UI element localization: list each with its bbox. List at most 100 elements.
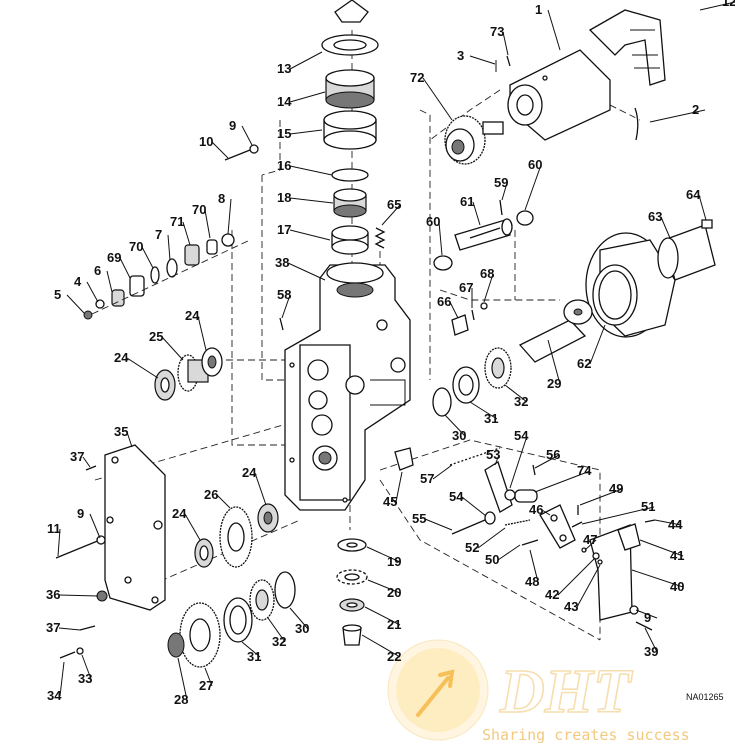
callout-50: 50 bbox=[485, 552, 499, 567]
callout-46: 46 bbox=[529, 502, 543, 517]
callout-11: 11 bbox=[47, 521, 61, 536]
callout-16: 16 bbox=[277, 158, 291, 173]
callout-48: 48 bbox=[525, 574, 539, 589]
leader-line-32-2 bbox=[267, 617, 286, 643]
bushing-60b bbox=[516, 210, 534, 226]
callout-70: 70 bbox=[129, 239, 143, 254]
callout-10: 10 bbox=[199, 134, 213, 149]
callout-19: 19 bbox=[387, 554, 401, 569]
leader-line-31-2 bbox=[241, 641, 261, 658]
callout-74: 74 bbox=[577, 463, 592, 478]
callout-63: 63 bbox=[648, 209, 662, 224]
leader-line-56 bbox=[534, 454, 560, 469]
leader-line-59 bbox=[501, 182, 508, 201]
callout-labels: 1234567899910111213141516171819202122242… bbox=[46, 0, 735, 707]
leader-line-34 bbox=[59, 661, 65, 697]
key-73 bbox=[506, 55, 511, 67]
callout-69: 69 bbox=[107, 250, 121, 265]
cover-plate-35 bbox=[55, 444, 166, 631]
pin-59 bbox=[499, 199, 503, 216]
lever-mechanism bbox=[394, 447, 656, 631]
callout-72: 72 bbox=[410, 70, 424, 85]
callout-60-2: 60 bbox=[528, 157, 542, 172]
callout-31-2: 31 bbox=[247, 649, 261, 664]
callout-24-2: 24 bbox=[114, 350, 129, 365]
leader-line-72 bbox=[422, 77, 453, 121]
pin-56 bbox=[532, 464, 536, 476]
shaft-61 bbox=[454, 219, 511, 251]
callout-37: 37 bbox=[70, 449, 84, 464]
leader-line-37 bbox=[82, 456, 91, 468]
top-fitting bbox=[334, 0, 369, 23]
leader-line-37-2 bbox=[58, 627, 81, 631]
washer-70a bbox=[206, 239, 218, 255]
leader-line-24 bbox=[197, 315, 207, 351]
callout-73: 73 bbox=[490, 24, 504, 39]
drum-assembly bbox=[279, 219, 716, 417]
leader-line-1 bbox=[547, 9, 561, 51]
leader-line-13 bbox=[289, 51, 323, 70]
leader-line-51 bbox=[581, 506, 655, 525]
plug-36 bbox=[96, 590, 108, 602]
gear-assembly-25 bbox=[154, 347, 223, 401]
leader-line-5 bbox=[66, 294, 85, 314]
leader-line-70-2 bbox=[204, 209, 211, 239]
shaft-29 bbox=[518, 319, 587, 363]
leader-line-53 bbox=[494, 454, 500, 466]
callout-13: 13 bbox=[277, 61, 291, 76]
washer-70b bbox=[150, 266, 160, 284]
callout-2: 2 bbox=[692, 102, 699, 117]
leader-line-48 bbox=[529, 549, 539, 583]
callout-14: 14 bbox=[277, 94, 292, 109]
callout-9-3: 9 bbox=[644, 610, 651, 625]
leader-line-60-2 bbox=[524, 164, 542, 211]
leader-line-3 bbox=[469, 55, 496, 65]
leader-line-45 bbox=[395, 471, 403, 503]
leader-line-28 bbox=[177, 657, 188, 701]
callout-41: 41 bbox=[670, 548, 684, 563]
nut-42 bbox=[592, 552, 600, 560]
leader-line-38 bbox=[287, 262, 326, 281]
diagram-code: NA01265 bbox=[686, 692, 724, 702]
callout-1: 1 bbox=[535, 2, 542, 17]
callout-38: 38 bbox=[275, 255, 289, 270]
leader-line-15 bbox=[289, 129, 323, 135]
leader-line-14 bbox=[289, 91, 326, 103]
watermark-logo-text: DHT bbox=[499, 658, 633, 726]
bracket bbox=[588, 9, 666, 86]
callout-5: 5 bbox=[54, 287, 61, 302]
pin-47 bbox=[581, 547, 587, 553]
pin-37b bbox=[79, 625, 96, 631]
callout-59: 59 bbox=[494, 175, 508, 190]
callout-70-2: 70 bbox=[192, 202, 206, 217]
leader-line-10 bbox=[211, 141, 229, 159]
gear-assembly-27 bbox=[59, 571, 296, 668]
callout-26: 26 bbox=[204, 487, 218, 502]
leader-line-27 bbox=[204, 667, 213, 687]
ring-7 bbox=[166, 258, 178, 278]
watermark-tagline: Sharing creates success bbox=[482, 726, 690, 744]
leader-line-62 bbox=[589, 324, 606, 365]
callout-37-2: 37 bbox=[46, 620, 60, 635]
callout-7: 7 bbox=[155, 227, 162, 242]
leader-line-39 bbox=[644, 627, 658, 653]
callout-9: 9 bbox=[229, 118, 236, 133]
leader-line-4 bbox=[86, 281, 99, 303]
callout-65: 65 bbox=[387, 197, 401, 212]
washer-9 bbox=[249, 144, 259, 154]
callout-27: 27 bbox=[199, 678, 213, 693]
bushing-74 bbox=[514, 489, 538, 503]
bolt-55 bbox=[451, 519, 486, 535]
callout-28: 28 bbox=[174, 692, 188, 707]
leader-line-24-4 bbox=[254, 472, 267, 506]
leader-line-36 bbox=[58, 594, 99, 597]
spring-65 bbox=[374, 227, 386, 249]
leader-line-9-3 bbox=[635, 609, 658, 619]
bottom-washer-stack bbox=[336, 538, 368, 646]
leader-line-24-3 bbox=[184, 513, 201, 541]
leader-line-54 bbox=[509, 435, 528, 489]
pin-48 bbox=[521, 539, 539, 546]
callout-51: 51 bbox=[641, 499, 655, 514]
callout-29: 29 bbox=[547, 376, 561, 391]
